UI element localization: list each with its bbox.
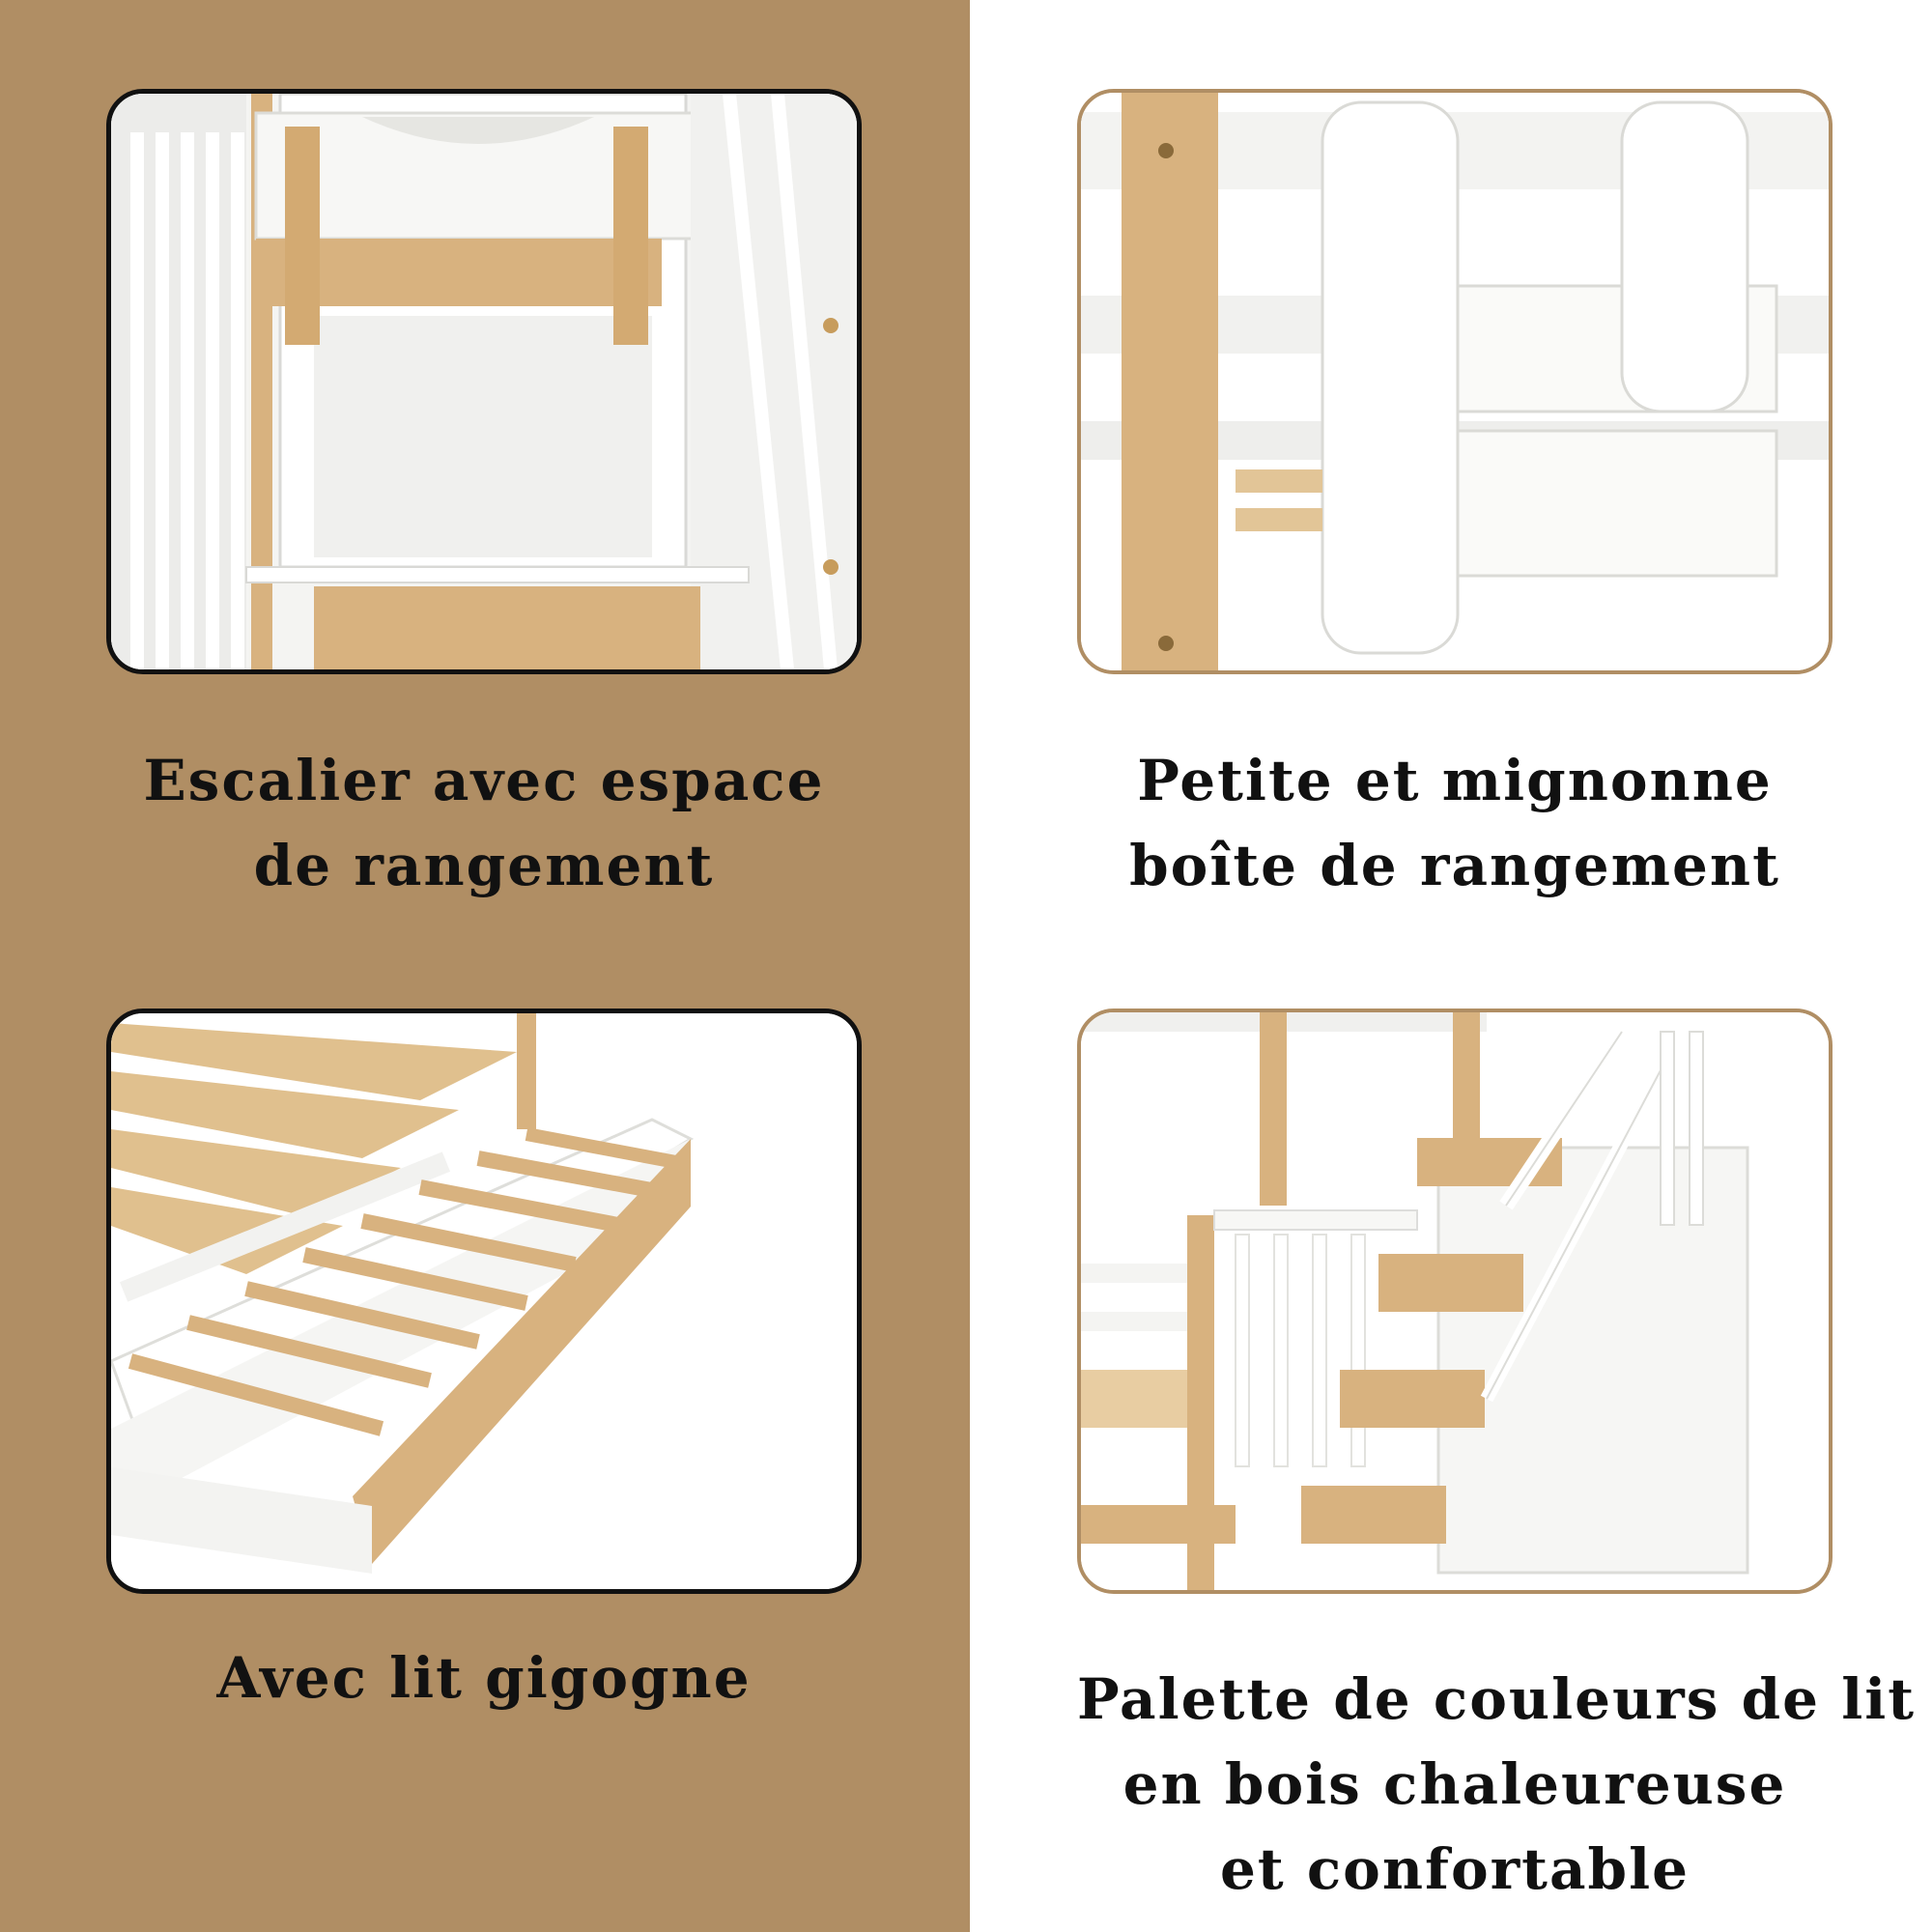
photo-trundle-bed bbox=[106, 1009, 862, 1594]
photo-stair-storage bbox=[106, 89, 862, 674]
storage-box bbox=[1321, 100, 1778, 655]
caption-wood-palette: Palette de couleurs de lit en bois chale… bbox=[1077, 1657, 1917, 1912]
trundle-slats bbox=[128, 1127, 683, 1436]
slatted-rail bbox=[111, 94, 246, 669]
upper-bed-slats bbox=[111, 1023, 517, 1302]
trundle-bed-illustration bbox=[111, 1013, 857, 1589]
caption-line: Palette de couleurs de lit bbox=[1077, 1666, 1917, 1732]
caption-line: Escalier avec espace bbox=[143, 748, 825, 813]
stair-storage-illustration bbox=[111, 94, 857, 669]
caption-line: de rangement bbox=[253, 833, 715, 898]
storage-lid bbox=[254, 111, 712, 345]
bed-slats bbox=[1236, 469, 1322, 531]
caption-line: Avec lit gigogne bbox=[216, 1645, 752, 1711]
caption-stair-storage: Escalier avec espace de rangement bbox=[106, 738, 862, 908]
photo-storage-box bbox=[1077, 89, 1833, 674]
caption-trundle-bed: Avec lit gigogne bbox=[106, 1635, 862, 1720]
caption-line: Petite et mignonne bbox=[1137, 748, 1773, 813]
staircase bbox=[1301, 1027, 1749, 1575]
photo-wood-palette bbox=[1077, 1009, 1833, 1594]
wood-post bbox=[1122, 93, 1218, 670]
caption-line: et confortable bbox=[1219, 1836, 1690, 1902]
upper-wood-post bbox=[1260, 1012, 1287, 1206]
wood-drawer bbox=[314, 586, 700, 669]
caption-storage-box: Petite et mignonne boîte de rangement bbox=[1077, 738, 1833, 908]
wood-palette-illustration bbox=[1081, 1012, 1829, 1590]
storage-box-illustration bbox=[1081, 93, 1829, 670]
caption-line: en bois chaleureuse bbox=[1122, 1751, 1787, 1817]
caption-line: boîte de rangement bbox=[1129, 833, 1780, 898]
